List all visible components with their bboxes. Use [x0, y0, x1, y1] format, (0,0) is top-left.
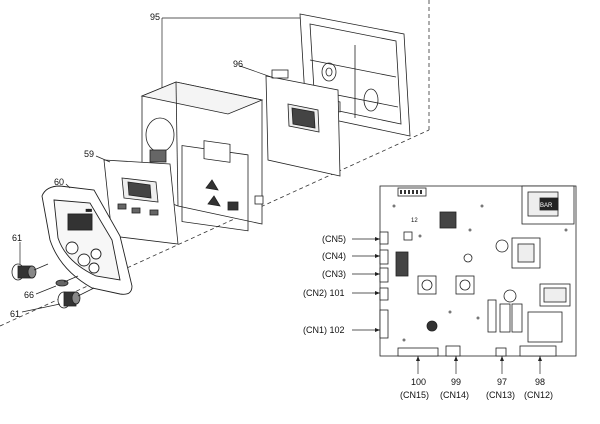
- label-60: 60: [54, 177, 65, 187]
- label-cn13: (CN13): [486, 390, 516, 400]
- label-61-lower: 61: [10, 309, 21, 319]
- label-59: 59: [84, 149, 95, 159]
- label-97: 97: [497, 377, 508, 387]
- display-board: [265, 69, 341, 177]
- front-bezel: ≡≡: [41, 185, 133, 295]
- svg-text:≡≡: ≡≡: [86, 208, 92, 214]
- knob-lower: [57, 287, 95, 309]
- knob-upper: [11, 263, 49, 281]
- label-96: 96: [233, 59, 244, 69]
- label-cn14: (CN14): [440, 390, 470, 400]
- board-label-12: 12: [411, 218, 418, 224]
- label-cn15: (CN15): [400, 390, 430, 400]
- label-cn4: (CN4): [322, 251, 346, 261]
- label-cn12: (CN12): [524, 390, 554, 400]
- label-cn1: (CN1) 102: [303, 325, 345, 335]
- label-cn2: (CN2) 101: [303, 288, 345, 298]
- label-61-upper: 61: [12, 233, 23, 243]
- main-pcb: [379, 185, 577, 357]
- label-100: 100: [411, 377, 427, 387]
- label-98: 98: [535, 377, 546, 387]
- label-99: 99: [451, 377, 462, 387]
- label-cn3: (CN3): [322, 269, 346, 279]
- label-66: 66: [24, 290, 35, 300]
- arrow-heads: [375, 237, 542, 361]
- carrier-plate: [103, 159, 179, 245]
- label-cn5: (CN5): [322, 234, 346, 244]
- label-95: 95: [150, 12, 161, 22]
- small-part-66: [55, 275, 79, 287]
- board-badge: BAR: [540, 203, 553, 209]
- left-leaders: [19, 65, 275, 313]
